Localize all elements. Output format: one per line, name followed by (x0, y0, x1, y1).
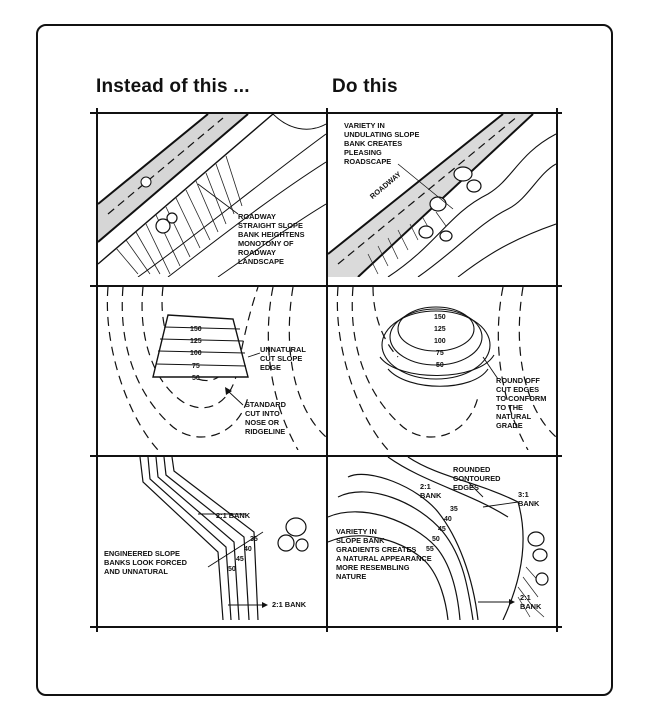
contour-label-75: 75 (436, 350, 444, 357)
label-bank-upper: 2:1 BANK (216, 511, 251, 520)
note-standard-cut-into-nose: STANDARD CUT INTO NOSE OR RIDGELINE (245, 400, 286, 436)
contour-label-45: 45 (438, 526, 446, 533)
engineered-slope-sketch: 35 40 45 50 (139, 457, 309, 620)
contour-label-50: 50 (192, 375, 200, 382)
contour-label-50: 50 (228, 566, 236, 573)
heading-do-this: Do this (332, 76, 398, 97)
straight-slope-sketch (98, 114, 326, 277)
panel-round-off-cut-edges: 150 125 100 75 50 ROUND OFF CUT EDGES TO… (328, 287, 556, 450)
heading-instead-of-this: Instead of this ... (96, 76, 250, 97)
note-unnatural-cut-slope-edge: UNNATURAL CUT SLOPE EDGE (260, 345, 306, 372)
contour-label-125: 125 (434, 326, 446, 333)
contour-label-100: 100 (190, 350, 202, 357)
label-bank-3-1: 3:1 BANK (518, 490, 540, 508)
grid-line-left (96, 108, 98, 632)
contour-label-125: 125 (190, 338, 202, 345)
panel-varied-slope-gradients: 35 40 45 50 55 VARIETY IN SLOPE BANK GRA… (328, 457, 556, 620)
panel-unnatural-cut-slope: 150 125 100 75 50 UNNATURAL CUT SLOPE ED… (98, 287, 326, 450)
note-straight-slope-bank: ROADWAY STRAIGHT SLOPE BANK HEIGHTENS MO… (238, 212, 305, 266)
note-round-off-cut-edges: ROUND OFF CUT EDGES TO CONFORM TO THE NA… (496, 376, 547, 430)
panel-undulating-slope-bank: VARIETY IN UNDULATING SLOPE BANK CREATES… (328, 114, 556, 277)
contour-label-40: 40 (444, 516, 452, 523)
contour-label-55: 55 (426, 546, 434, 553)
label-bank-lower: 2:1 BANK (272, 600, 307, 609)
round-off-cut-sketch: 150 125 100 75 50 (336, 287, 556, 450)
contour-label-50: 50 (436, 362, 444, 369)
note-varied-slope-gradients: VARIETY IN SLOPE BANK GRADIENTS CREATES … (336, 527, 432, 581)
label-bank-2-1-top: 2:1 BANK (420, 482, 442, 500)
contour-label-35: 35 (250, 536, 258, 543)
contour-label-75: 75 (192, 363, 200, 370)
note-undulating-slope-bank: VARIETY IN UNDULATING SLOPE BANK CREATES… (344, 121, 420, 166)
contour-label-45: 45 (236, 556, 244, 563)
panel-straight-slope-bank: ROADWAY STRAIGHT SLOPE BANK HEIGHTENS MO… (98, 114, 326, 277)
grid-line-middle (326, 108, 328, 632)
label-bank-2-1-bottom: 2:1 BANK (520, 593, 542, 611)
grid-line-right (556, 108, 558, 632)
unnatural-cut-sketch: 150 125 100 75 50 (106, 287, 326, 450)
contour-label-50: 50 (432, 536, 440, 543)
varied-slope-sketch: 35 40 45 50 55 (328, 457, 549, 620)
contour-label-100: 100 (434, 338, 446, 345)
contour-label-150: 150 (190, 326, 202, 333)
contour-label-150: 150 (434, 314, 446, 321)
note-engineered-slope-banks: ENGINEERED SLOPE BANKS LOOK FORCED AND U… (104, 549, 187, 576)
panel-engineered-slope-banks: 35 40 45 50 ENGINEERED SLOPE BANKS LOOK … (98, 457, 326, 620)
contour-label-40: 40 (244, 546, 252, 553)
contour-label-35: 35 (450, 506, 458, 513)
illustration-frame (36, 24, 613, 696)
note-rounded-contoured-edges: ROUNDED CONTOURED EDGES (453, 465, 501, 492)
undulating-slope-sketch (328, 114, 556, 277)
